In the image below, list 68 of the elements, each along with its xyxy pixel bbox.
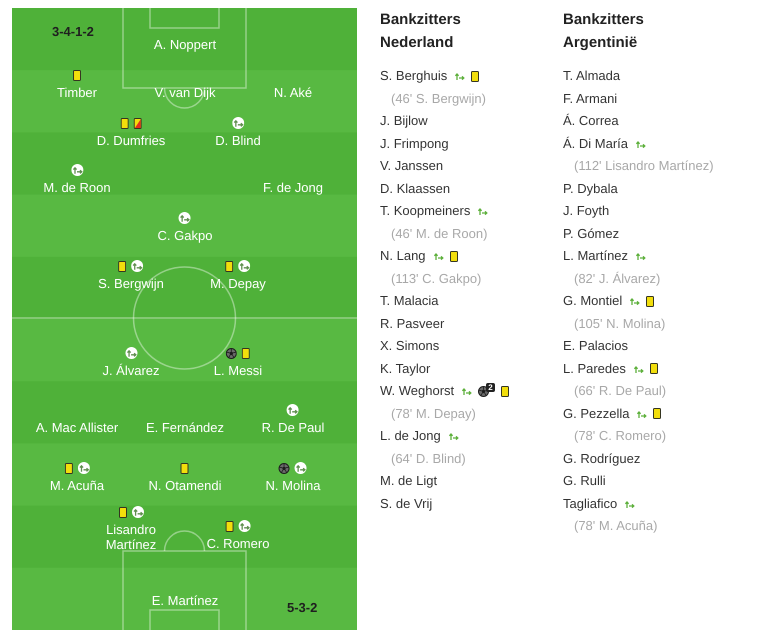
player-name: G. Pezzella — [563, 406, 630, 422]
player-name: S. de Vrij — [380, 496, 432, 512]
player-name: N. Lang — [380, 248, 426, 264]
player-name: J. Bijlow — [380, 113, 428, 130]
player-name: Lisandro Martínez — [104, 522, 158, 552]
formation-label: 5-3-2 — [287, 600, 318, 616]
player-name: E. Fernández — [146, 420, 224, 436]
player-name: F. de Jong — [263, 180, 323, 196]
player-name: R. De Paul — [262, 420, 324, 436]
player-name: V. Janssen — [380, 158, 444, 174]
bench-heading: Bankzitters Argentinië — [563, 10, 645, 53]
goal-count: 2 — [486, 382, 495, 392]
substitution-note: (78' C. Romero) — [574, 428, 666, 444]
substitution-note: (46' M. de Roon) — [391, 226, 488, 242]
player-name: Á. Correa — [563, 113, 619, 130]
player-name: Á. Di María — [563, 136, 628, 152]
player-name: D. Blind — [215, 133, 261, 149]
player-name: E. Palacios — [563, 338, 628, 354]
player-name: N. Molina — [266, 478, 320, 494]
substitution-note: (78' M. Acuña) — [574, 518, 658, 534]
player-name: T. Almada — [563, 68, 620, 84]
player-name: G. Rodríguez — [563, 450, 640, 467]
substitution-note: (66' R. De Paul) — [574, 383, 666, 400]
player-name: M. Depay — [210, 276, 266, 292]
player-name: V. van Dijk — [154, 85, 216, 101]
player-name: L. Paredes — [563, 360, 626, 377]
player-name: L. de Jong — [380, 428, 441, 444]
player-name: C. Romero — [206, 536, 270, 552]
player-name: E. Martínez — [152, 593, 218, 609]
player-name: K. Taylor — [380, 360, 430, 377]
player-name: W. Weghorst — [380, 383, 454, 400]
player-name: T. Malacia — [380, 293, 439, 310]
player-name: M. de Ligt — [380, 473, 438, 490]
bench-heading: Bankzitters Nederland — [380, 10, 462, 53]
player-name: Timber — [57, 85, 97, 101]
player-name: N. Otamendi — [148, 478, 222, 494]
player-name: R. Pasveer — [380, 316, 444, 332]
player-name: J. Álvarez — [102, 363, 160, 379]
player-name: S. Bergwijn — [98, 276, 164, 292]
player-name: P. Dybala — [563, 180, 618, 197]
player-name: J. Frimpong — [380, 136, 449, 152]
player-name: Tagliafico — [563, 496, 618, 512]
player-name: A. Noppert — [154, 37, 216, 53]
player-name: S. Berghuis — [380, 68, 448, 84]
player-name: M. Acuña — [50, 478, 104, 494]
player-name: L. Martínez — [563, 248, 628, 264]
substitution-note: (46' S. Bergwijn) — [391, 90, 486, 107]
player-name: D. Klaassen — [380, 180, 450, 197]
substitution-note: (82' J. Álvarez) — [574, 270, 660, 287]
player-name: A. Mac Allister — [36, 420, 118, 436]
substitution-note: (112' Lisandro Martínez) — [574, 158, 714, 174]
player-name: C. Gakpo — [158, 228, 212, 244]
substitution-note: (78' M. Depay) — [391, 406, 476, 422]
player-name: D. Dumfries — [96, 133, 166, 149]
player-name: N. Aké — [274, 85, 312, 101]
player-name: J. Foyth — [563, 203, 610, 220]
player-name: P. Gómez — [563, 226, 620, 242]
substitution-note: (105' N. Molina) — [574, 316, 666, 332]
player-name: G. Montiel — [563, 293, 622, 310]
player-name: M. de Roon — [43, 180, 111, 196]
player-name: T. Koopmeiners — [380, 203, 470, 220]
formation-label: 3-4-1-2 — [52, 24, 94, 40]
player-name: X. Simons — [380, 338, 440, 354]
player-name: F. Armani — [563, 90, 618, 107]
substitution-note: (113' C. Gakpo) — [391, 270, 482, 287]
player-name: L. Messi — [214, 363, 262, 379]
substitution-note: (64' D. Blind) — [391, 450, 466, 467]
player-name: G. Rulli — [563, 473, 606, 490]
